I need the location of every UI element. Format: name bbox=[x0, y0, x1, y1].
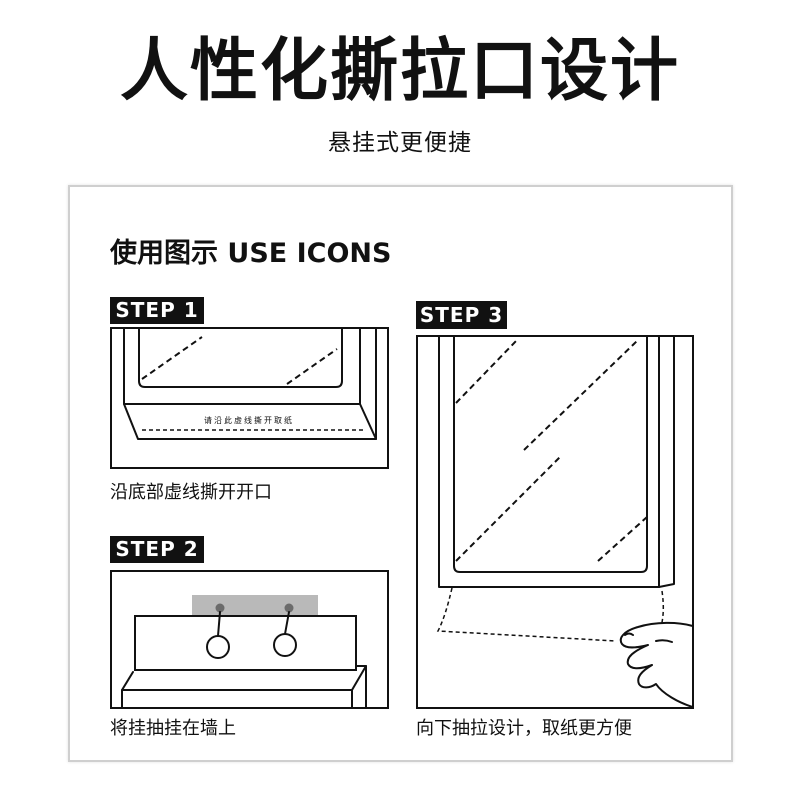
step-2-caption: 将挂抽挂在墙上 bbox=[110, 718, 236, 739]
window-reflection-line bbox=[141, 336, 203, 380]
box-bottom-face bbox=[123, 403, 377, 440]
pull-tissue-icon bbox=[436, 337, 692, 707]
window-reflection-line bbox=[597, 516, 648, 562]
usage-heading: 使用图示 USE ICONS bbox=[110, 238, 392, 269]
step-1-illustration: 请沿此虚线撕开取纸 bbox=[110, 327, 389, 469]
step-3-caption: 向下抽拉设计，取纸更方便 bbox=[416, 718, 632, 739]
wall-nail bbox=[284, 603, 294, 613]
box-window-frame bbox=[453, 337, 648, 573]
wall-nail bbox=[215, 603, 225, 613]
tissue-box-left-slant bbox=[121, 671, 134, 691]
window-reflection-line bbox=[523, 339, 639, 451]
hook-stem bbox=[217, 611, 221, 637]
window-reflection-line bbox=[455, 338, 519, 404]
tear-open-icon: 请沿此虚线撕开取纸 bbox=[123, 329, 377, 440]
window-reflection-line bbox=[286, 348, 338, 385]
step-3-illustration bbox=[416, 335, 694, 709]
tear-instruction-text: 请沿此虚线撕开取纸 bbox=[204, 415, 294, 425]
page-subtitle: 悬挂式更便捷 bbox=[328, 130, 472, 156]
pulled-tissue bbox=[436, 587, 617, 642]
page-title: 人性化撕拉口设计 bbox=[119, 31, 680, 111]
step-3-label: STEP 3 bbox=[416, 301, 507, 329]
step-1-caption: 沿底部虚线撕开开口 bbox=[110, 482, 272, 503]
box-window-frame bbox=[138, 329, 343, 388]
window-reflection-line bbox=[455, 454, 563, 562]
hook-card bbox=[134, 615, 357, 671]
hook-hole bbox=[206, 635, 230, 659]
step-2-label: STEP 2 bbox=[110, 536, 204, 563]
box-side-outer-edge bbox=[658, 337, 675, 588]
usage-panel: 使用图示 USE ICONS STEP 1 请沿此虚线撕开取纸 沿底部虚线撕开开… bbox=[68, 185, 733, 762]
step-2-illustration bbox=[110, 570, 389, 709]
wall-hanger-strip bbox=[192, 595, 318, 617]
finger-crease bbox=[655, 639, 673, 643]
hook-hole bbox=[273, 633, 297, 657]
hand-icon bbox=[619, 621, 692, 707]
step-1-label: STEP 1 bbox=[110, 297, 204, 324]
wall-hang-icon bbox=[121, 595, 367, 707]
fingernail bbox=[624, 632, 634, 636]
box-front-frame bbox=[438, 337, 660, 588]
tissue-box-top bbox=[121, 665, 367, 707]
hook-stem bbox=[284, 611, 290, 635]
